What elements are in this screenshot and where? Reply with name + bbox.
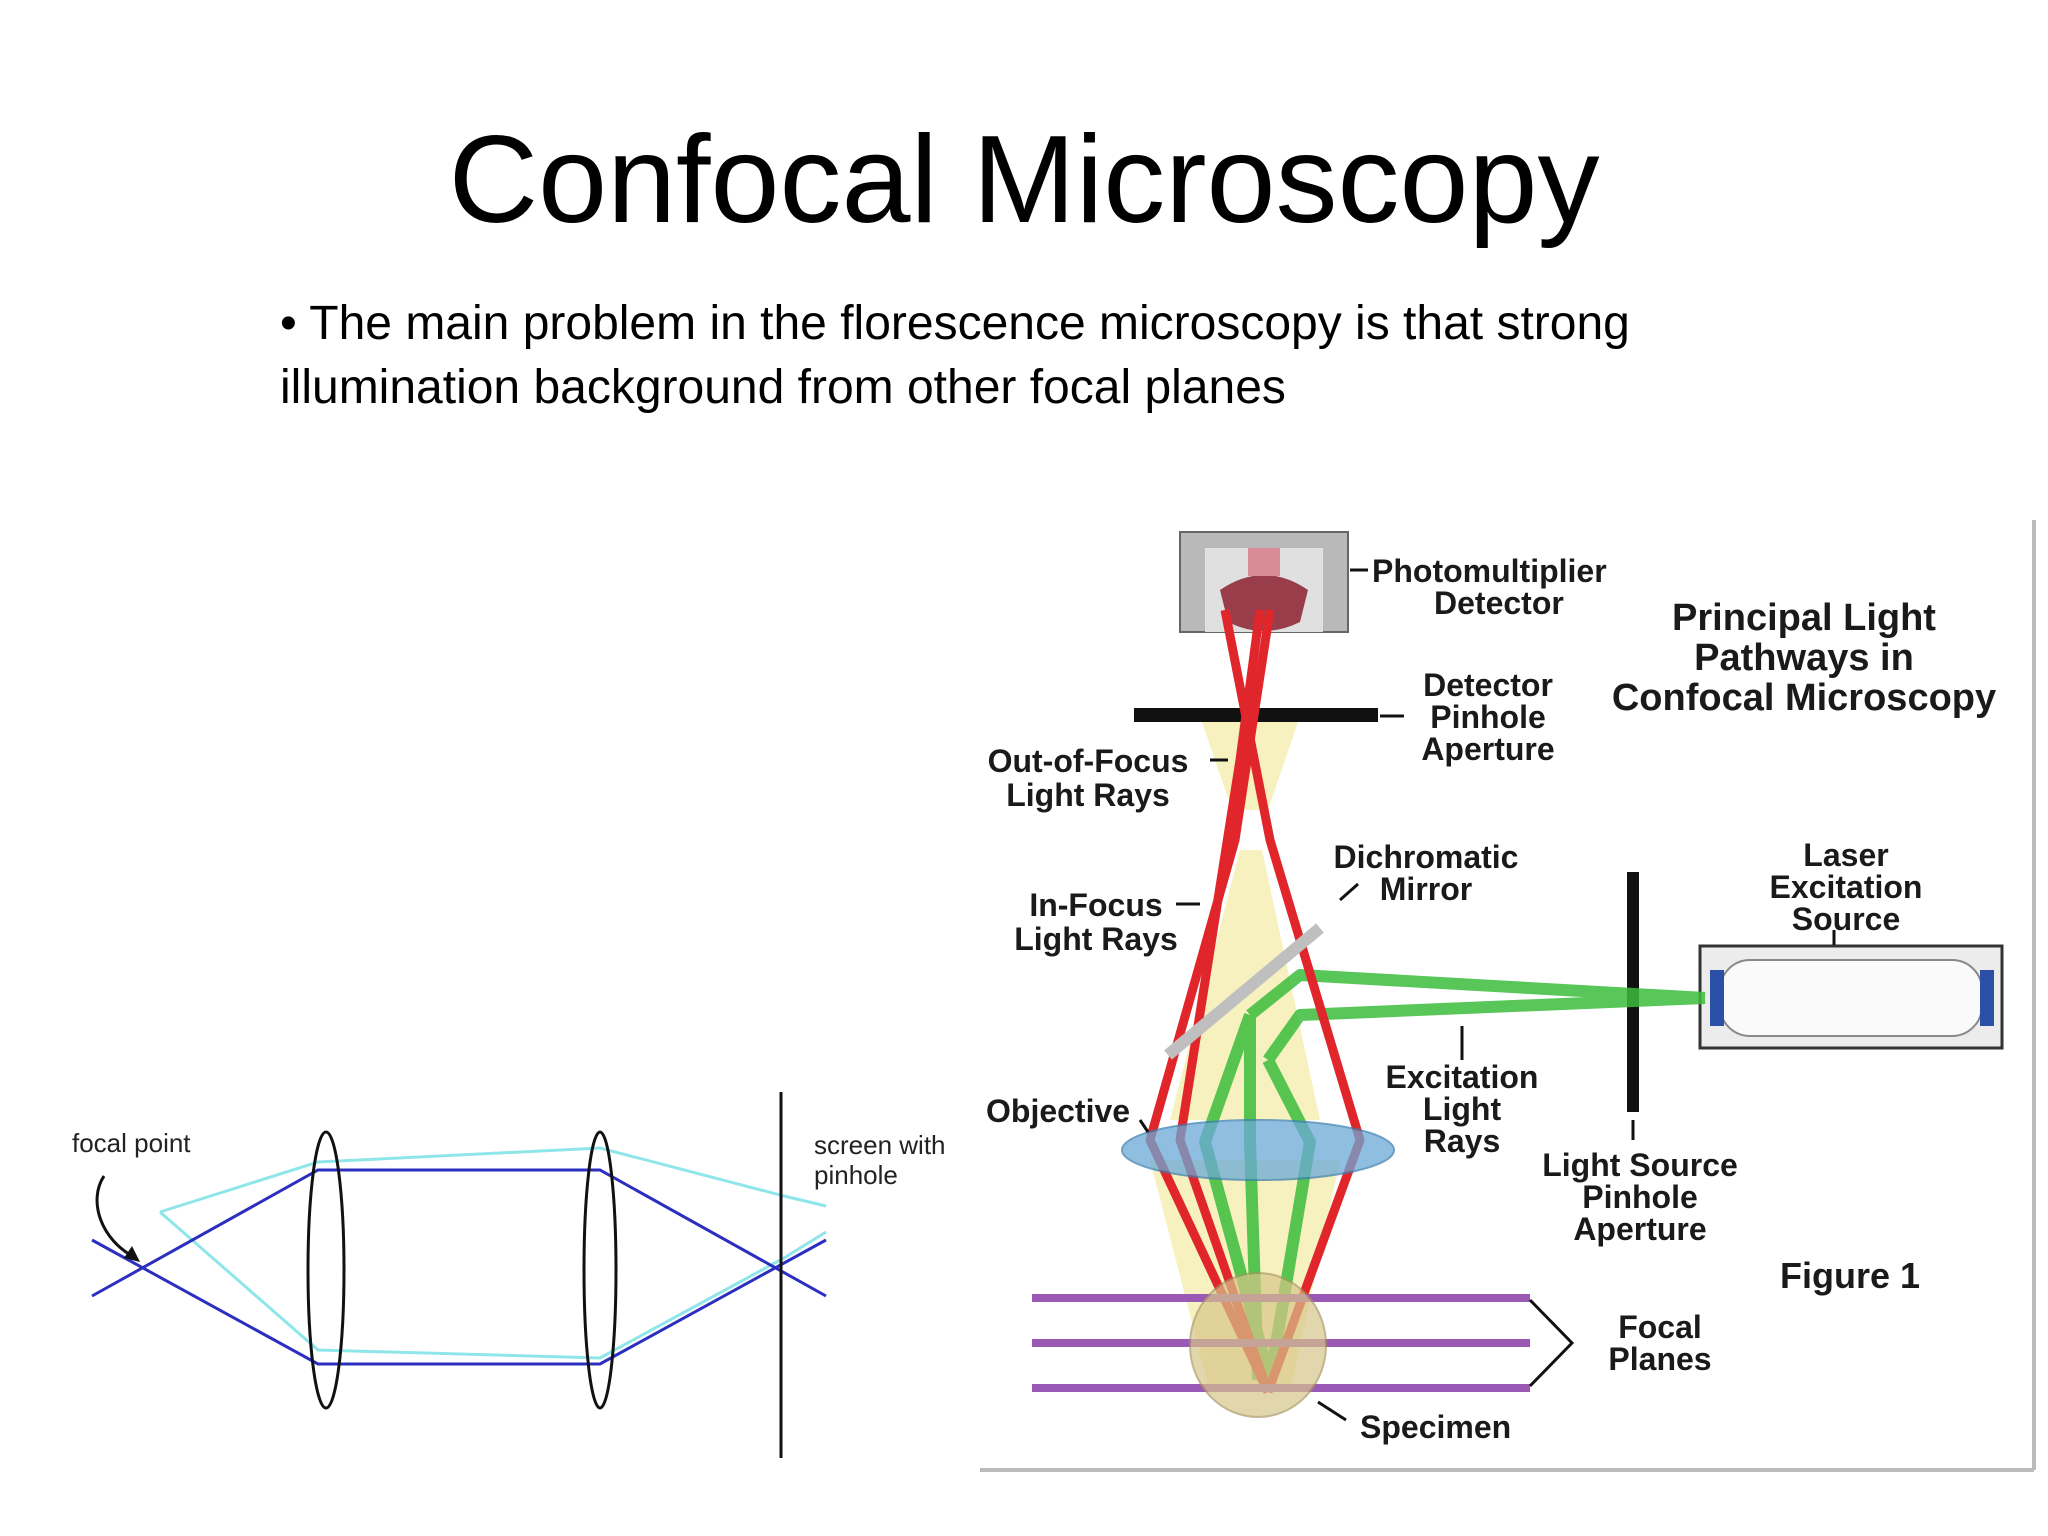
screen-label-2: pinhole <box>814 1160 898 1190</box>
laser-label-3: Source <box>1792 901 1900 937</box>
emission-rays <box>1145 609 1365 1394</box>
ls-pinhole-label-2: Pinhole <box>1582 1179 1698 1215</box>
photomultiplier-detector <box>1179 531 1349 633</box>
dichro-label-2: Mirror <box>1380 871 1472 907</box>
infocus-label-1: In-Focus <box>1029 887 1162 923</box>
focal-planes-brace <box>1528 1298 1575 1388</box>
oof-label-1: Out-of-Focus <box>988 743 1189 779</box>
det-pinhole-label-3: Aperture <box>1421 731 1554 767</box>
in-focus-rays <box>91 1168 827 1366</box>
heading-3: Confocal Microscopy <box>1612 677 1996 719</box>
out-of-focus-rays <box>159 1146 827 1360</box>
heading-1: Principal Light <box>1672 597 1936 639</box>
excitation-label-3: Rays <box>1424 1123 1501 1159</box>
objective-lens <box>1121 1119 1395 1181</box>
det-pinhole-label-2: Pinhole <box>1430 699 1546 735</box>
oof-label-2: Light Rays <box>1006 777 1170 813</box>
specimen-icon <box>1189 1272 1327 1418</box>
arrowhead-icon <box>124 1246 140 1262</box>
dichromatic-mirror <box>1164 923 1324 1060</box>
laser-label-2: Excitation <box>1770 869 1923 905</box>
infocus-label-2: Light Rays <box>1014 921 1178 957</box>
ls-pinhole-label-3: Aperture <box>1573 1211 1706 1247</box>
heading-2: Pathways in <box>1694 637 1914 679</box>
laser-label-1: Laser <box>1803 837 1888 873</box>
specimen-label: Specimen <box>1360 1409 1511 1445</box>
laser-excitation-source <box>1698 944 2004 1050</box>
screen-label-1: screen with <box>814 1130 946 1160</box>
pmt-label-1: Photomultiplier <box>1372 553 1607 589</box>
focal-point-arrow <box>95 1175 137 1260</box>
specimen-leader <box>1317 1400 1347 1422</box>
dichro-label-1: Dichromatic <box>1334 839 1519 875</box>
focal-planes-label-1: Focal <box>1618 1309 1702 1345</box>
slide-title: Confocal Microscopy <box>448 111 1600 249</box>
excitation-label-1: Excitation <box>1386 1059 1539 1095</box>
bullet-text: • The main problem in the florescence mi… <box>280 297 1630 414</box>
focal-planes-label-2: Planes <box>1608 1341 1711 1377</box>
lens-2 <box>582 1130 618 1410</box>
objective-label: Objective <box>986 1093 1130 1129</box>
lens-1 <box>306 1130 346 1410</box>
objective-leader <box>1138 1119 1150 1133</box>
det-pinhole-label-1: Detector <box>1423 667 1553 703</box>
excitation-label-2: Light <box>1423 1091 1502 1127</box>
pmt-label-2: Detector <box>1434 585 1564 621</box>
dichro-leader <box>1339 882 1359 902</box>
figure-label: Figure 1 <box>1780 1255 1920 1296</box>
focal-point-label: focal point <box>72 1128 191 1158</box>
ls-pinhole-label-1: Light Source <box>1542 1147 1738 1183</box>
